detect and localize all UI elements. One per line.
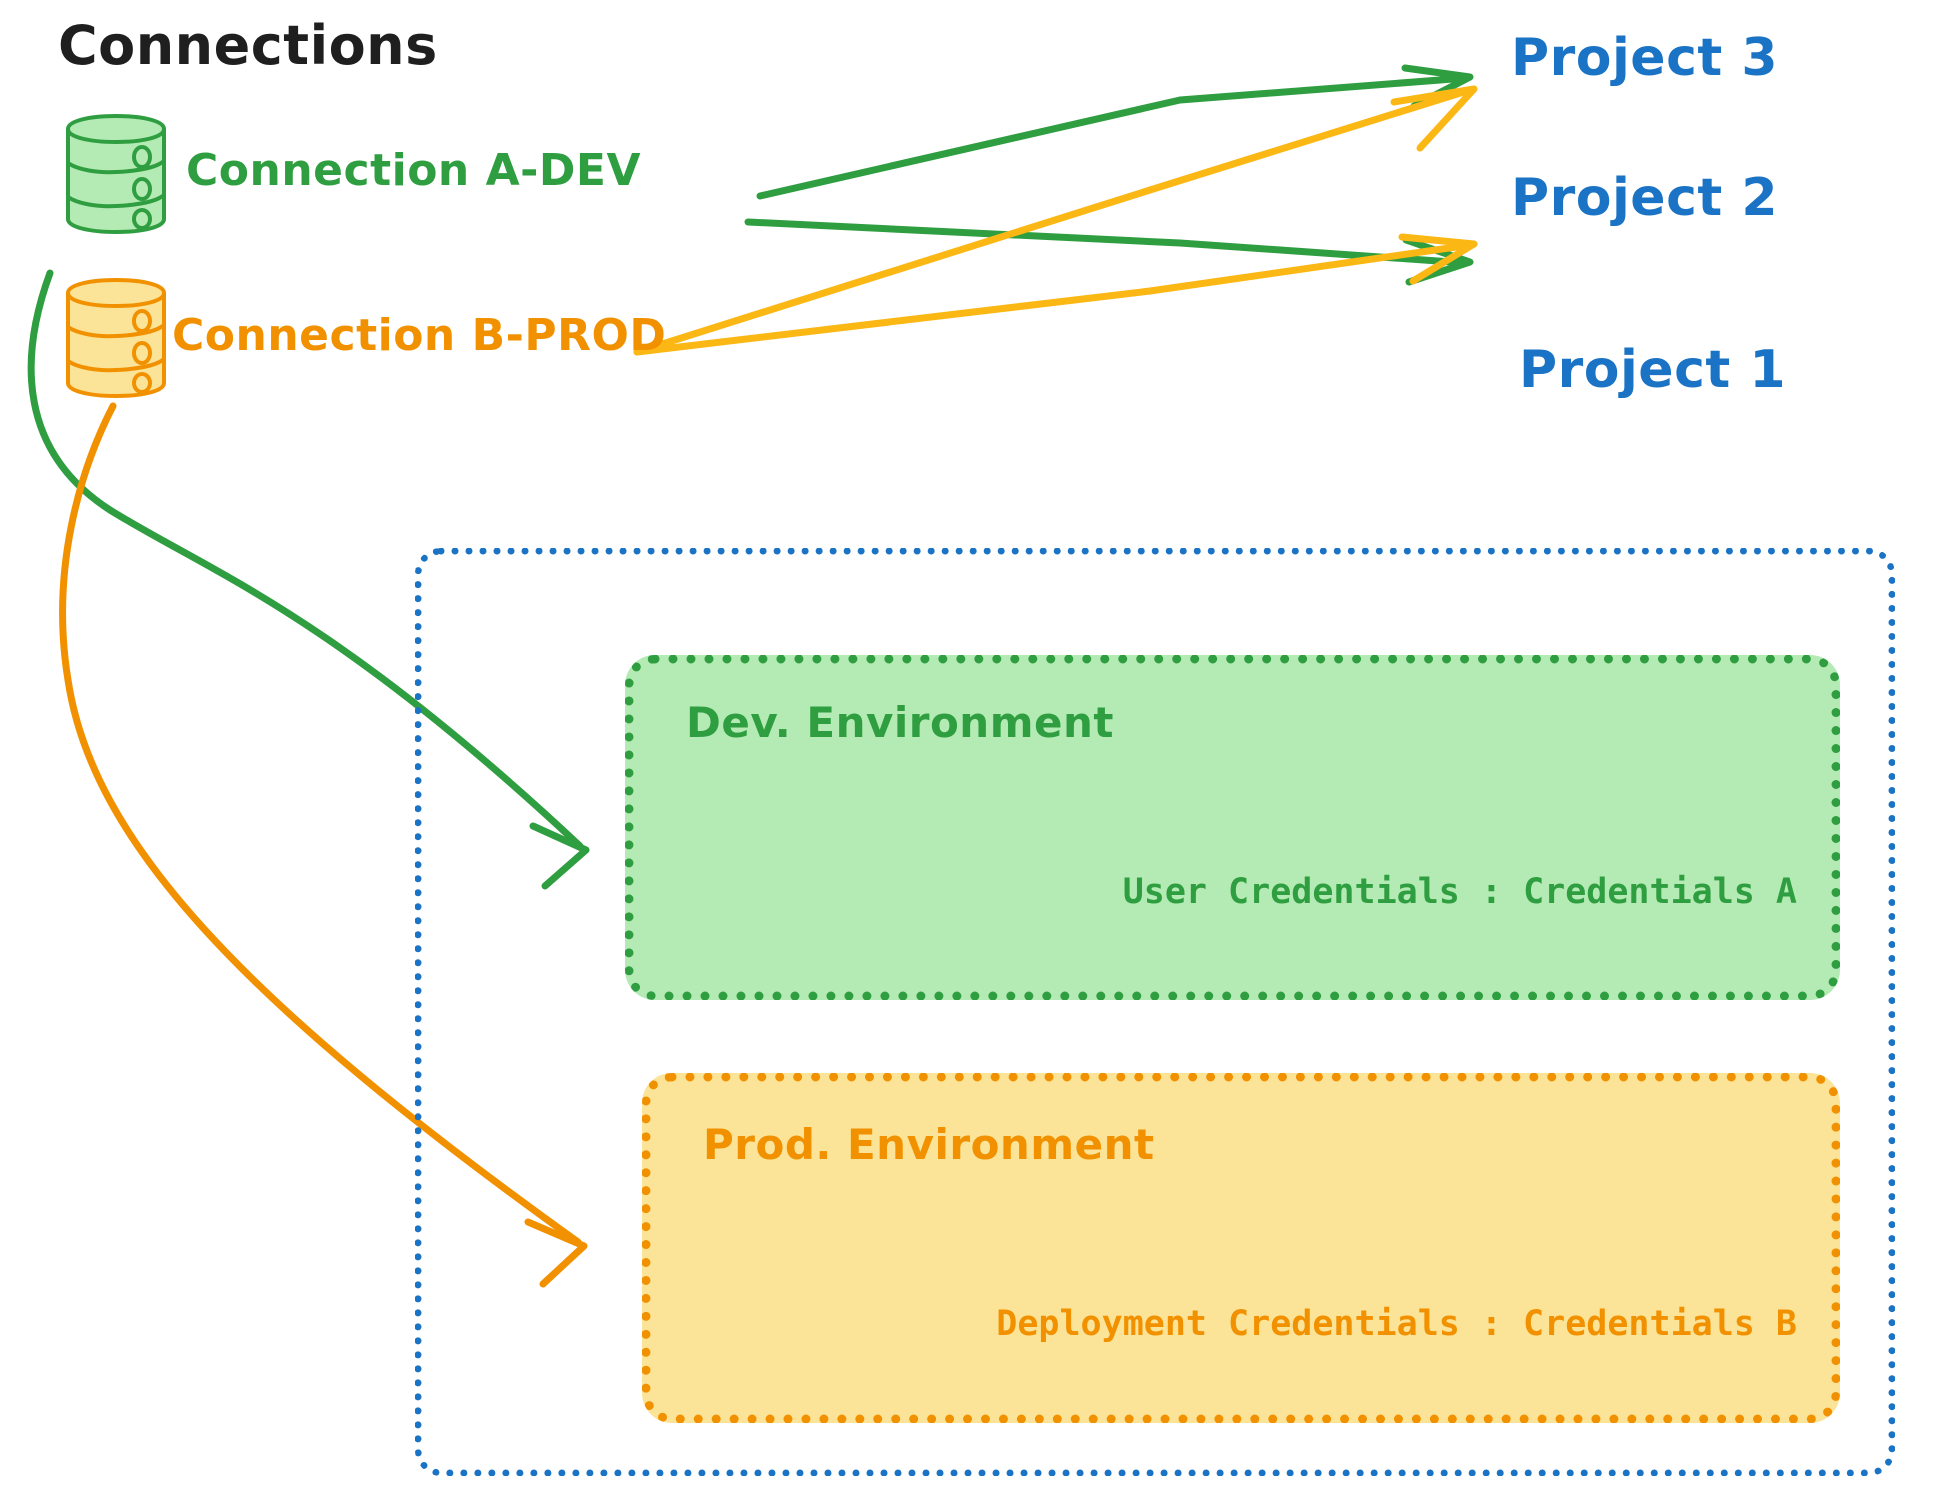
connection-b-prod-label: Connection B-PROD (172, 310, 667, 361)
database-cylinder-icon (66, 278, 166, 398)
arrow-conn-b-to-project-3 (633, 85, 1478, 356)
prod-environment-credentials: Deployment Credentials : Credentials B (996, 1304, 1797, 1344)
dev-environment-credentials: User Credentials : Credentials A (1122, 872, 1797, 912)
arrow-conn-b-to-project-2 (633, 233, 1478, 356)
project-1-label: Project 1 (1519, 340, 1787, 400)
prod-environment-box: Prod. Environment Deployment Credentials… (642, 1073, 1840, 1423)
arrow-conn-b-to-prod-environment (59, 402, 588, 1288)
arrow-conn-a-to-dev-environment (27, 269, 590, 890)
connection-a-dev-label: Connection A-DEV (186, 145, 642, 196)
arrow-conn-a-to-project-2 (744, 218, 1474, 286)
project-1-container (415, 548, 1895, 1476)
dev-environment-title: Dev. Environment (686, 698, 1114, 747)
database-cylinder-icon (66, 114, 166, 234)
dev-environment-box: Dev. Environment User Credentials : Cred… (625, 655, 1840, 1000)
project-3-label: Project 3 (1511, 28, 1779, 88)
page-title: Connections (58, 14, 438, 77)
prod-environment-title: Prod. Environment (703, 1120, 1155, 1169)
arrow-conn-a-to-project-3 (756, 64, 1474, 200)
project-2-label: Project 2 (1511, 168, 1779, 228)
